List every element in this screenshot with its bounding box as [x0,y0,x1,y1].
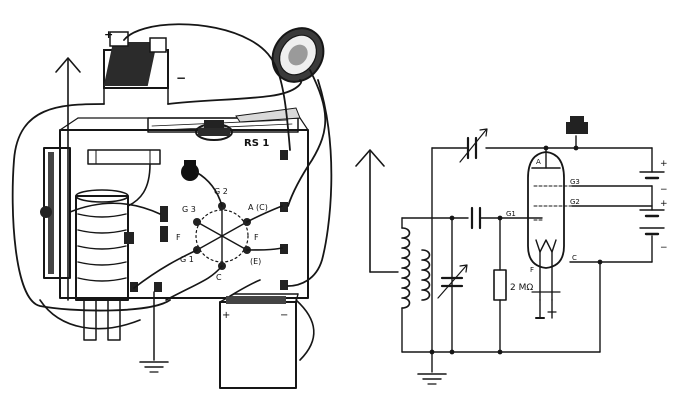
tuning-knob [195,120,233,141]
schematic-antenna [355,149,399,273]
schematic-ground [417,351,447,385]
ht-battery-minus: − [280,310,288,321]
terminal-strip [87,149,161,165]
pictorial-ground [139,291,169,373]
grid-capacitor [470,206,482,230]
tube-label-g3: G3 [570,178,580,186]
ht-battery-plus: + [222,310,230,321]
aerial-coil [401,217,431,353]
socket-label-f-right: F [254,233,259,242]
tube-label-c: C [572,254,577,262]
grid-leak-resistor: 2 MΩ [493,269,533,301]
headphone [271,27,325,83]
right-batteries: + − + − [639,159,668,253]
tube-label-g2: G2 [570,198,580,206]
board-label: RS 1 [244,138,269,149]
headphone-symbol [566,116,588,134]
reaction-capacitor [459,128,488,163]
tube-label-g1: G1 [506,210,516,218]
grid-resistor [181,160,199,181]
battery2-plus: + [660,199,668,209]
socket-label-g2: G 2 [214,187,228,196]
coil-assembly [40,147,134,341]
top-battery-plus-label: + [104,28,113,41]
junction-dots [429,145,603,355]
valve-socket: G 2 G 3 A (C) F F G 1 (E) C [176,187,268,282]
socket-label-a: A (C) [248,203,268,212]
board-terminals [130,150,288,292]
tuning-capacitor [437,264,468,299]
small-capacitor [160,206,168,242]
socket-label-e: (E) [250,257,261,266]
socket-label-g1: G 1 [180,255,194,264]
socket-label-f-left: F [176,233,181,242]
ht-battery: + − [219,293,299,389]
battery1-minus: − [660,185,668,195]
socket-label-c: C [216,273,222,282]
top-battery-minus-label: − [176,71,186,85]
battery2-minus: − [660,243,668,253]
tube-label-f: F [530,266,534,274]
top-battery: + − [103,28,186,105]
valve-tube: A G3 G2 G1 C F [506,151,580,319]
resistor-label: 2 MΩ [510,283,533,293]
tube-label-a: A [536,158,541,166]
socket-label-g3: G 3 [182,205,196,214]
circuit-schematic: 2 MΩ A G3 G2 G1 C F [355,116,668,385]
antenna-arrow [55,57,81,301]
schematic-wires [401,135,653,353]
battery1-plus: + [660,159,668,169]
pictorial-wires [11,23,333,361]
pictorial-wiring-diagram: + − [11,23,333,389]
